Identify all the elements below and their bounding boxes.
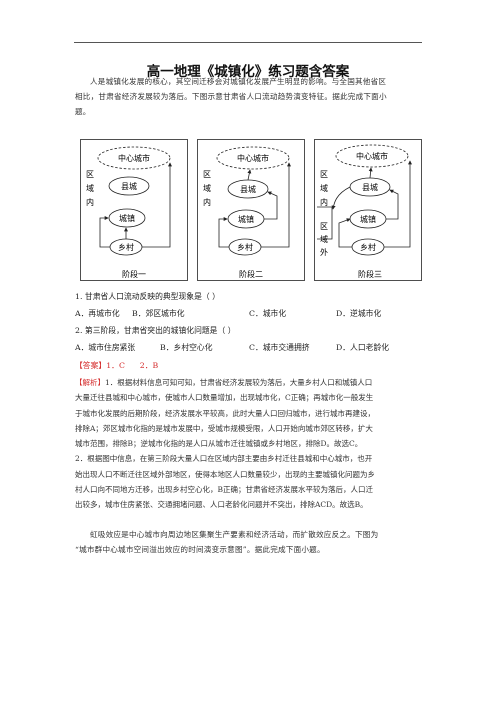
answer-line: 【答案】1．C 2．B — [75, 360, 158, 372]
central-city-node — [335, 144, 409, 168]
population-flow-diagram: 中心城市 县城 城镇 乡村 区 域 内 阶段一 中心城市 县城 城镇 — [80, 139, 422, 281]
region-inside-label: 区 — [320, 170, 328, 179]
analysis-line: 排除A；郊区城市化指的是城市发展中，受城市规模受限，人口开始向城市郊区转移，扩大 — [75, 423, 373, 433]
arrow-county-to-city — [247, 169, 252, 181]
region-inside-label: 内 — [86, 197, 94, 207]
county-label: 县城 — [121, 182, 137, 191]
central-city-label: 中心城市 — [237, 153, 269, 163]
option-d: D．人口老龄化 — [336, 343, 390, 352]
arrow-village-to-city — [142, 162, 172, 248]
region-inside-label: 域 — [86, 183, 94, 193]
region-inside-label: 域 — [320, 183, 328, 193]
village-label: 乡村 — [237, 242, 253, 252]
analysis-block: 【解析】1．根据材料信息可知可知，甘肃省经济发展较为落后，大量乡村人口和城镇人口… — [75, 375, 425, 513]
central-city-label: 中心城市 — [356, 151, 388, 161]
analysis-line: 城市范围，排除B；逆城市化指的是人口从城市迁往城镇或乡村地区，排除D。故选C。 — [75, 439, 363, 449]
analysis-line: 【解析】1．根据材料信息可知可知，甘肃省经济发展较为落后，大量乡村人口和城镇人口 — [75, 378, 373, 387]
region-outside-label: 区 — [320, 222, 328, 231]
town-label: 城镇 — [360, 214, 376, 224]
option-a: A．再城市化 — [75, 309, 120, 318]
option-b: B．乡村空心化 — [160, 343, 213, 352]
page-title: 高一地理《城镇化》练习题含答案 — [146, 64, 350, 80]
answer-label: 【答案】 — [75, 361, 107, 370]
question-1-stem: 1. 甘肃省人口流动反映的典型现象是（ ） — [75, 292, 220, 301]
central-city-node — [97, 146, 171, 170]
stage-label: 阶段一 — [122, 269, 146, 279]
next-intro-line: 虹吸效应是中心城市向周边地区集聚生产要素和经济活动，而扩散效应反之。下图为 — [90, 530, 379, 539]
diagram-panel-stage-1: 中心城市 县城 城镇 乡村 区 域 内 阶段一 — [80, 139, 188, 281]
analysis-line: 大量迁往县城和中心城市，使城市人口数量增加，出现城市化，C正确；再城市化一般发生 — [75, 393, 374, 403]
arrow-town-to-county — [386, 189, 399, 220]
analysis-line: 村人口向不同地方迁移，出现乡村空心化，B正确；甘肃省经济发展水平较为落后，人口迁 — [75, 485, 374, 495]
village-label: 乡村 — [118, 242, 134, 252]
analysis-line: 2．根据图中信息，在第三阶段大量人口在区域内部主要由乡村迁往县城和中心城市，也开 — [75, 454, 373, 464]
arrow-village-to-city — [384, 160, 412, 248]
arrow-village-to-city — [261, 162, 291, 248]
town-label: 城镇 — [238, 214, 254, 224]
region-divider — [317, 206, 333, 240]
region-inside-label: 内 — [320, 197, 328, 207]
county-label: 县城 — [362, 183, 378, 192]
diagram-panel-stage-2: 中心城市 县城 城镇 乡村 区 域 内 阶段二 — [197, 139, 305, 281]
analysis-line: 始出现人口不断迁往区域外部地区，使得本地区人口数量较少，出现的主要城镇化问题为乡 — [75, 469, 375, 479]
intro-line: 人是城镇化发展的核心，其空间迁移会对城镇化发展产生明显的影响。与全国其他省区 — [90, 77, 387, 86]
diagram-panel-stage-3: 中心城市 县城 城镇 乡村 区 域 内 区 域 外 阶段三 — [314, 139, 422, 281]
arrow-town-to-county — [264, 191, 278, 220]
region-inside-label: 区 — [86, 170, 94, 179]
next-intro-paragraph: 虹吸效应是中心城市向周边地区集聚生产要素和经济活动，而扩散效应反之。下图为 “城… — [75, 527, 425, 557]
option-b: B．郊区城市化 — [132, 309, 185, 318]
question-2-stem: 2. 第三阶段，甘肃省突出的城镇化问题是（ ） — [75, 326, 236, 335]
intro-paragraph: 人是城镇化发展的核心，其空间迁移会对城镇化发展产生明显的影响。与全国其他省区 相… — [75, 74, 422, 120]
region-outside-label: 外 — [320, 247, 328, 257]
arrow-village-to-town — [338, 218, 352, 248]
region-inside-label: 内 — [203, 197, 211, 207]
central-city-node — [216, 146, 290, 170]
arrow-county-to-city — [368, 167, 373, 179]
arrow-county-outward — [331, 186, 351, 210]
analysis-label: 【解析】 — [75, 378, 105, 387]
option-c: C．城市化 — [249, 309, 287, 318]
central-city-label: 中心城市 — [118, 153, 150, 163]
option-d: D．逆城市化 — [336, 309, 382, 318]
intro-line: 相比，甘肃省经济发展较为落后。下图示意甘肃省人口流动趋势演变特征。据此完成下面小 — [75, 92, 387, 102]
region-inside-label: 域 — [203, 183, 211, 193]
header-rule — [74, 42, 422, 43]
village-label: 乡村 — [360, 242, 376, 252]
analysis-line: 出较多，城市住房紧张、交通拥堵问题、人口老龄化问题并不突出，排除ACD。故选B。 — [75, 500, 368, 510]
answer-text: 1．C 2．B — [106, 361, 159, 370]
town-node — [108, 208, 146, 228]
stage-label: 阶段二 — [239, 269, 263, 279]
region-outside-label: 域 — [320, 234, 328, 244]
intro-line: 题。 — [75, 107, 91, 117]
county-label: 县城 — [240, 185, 256, 194]
option-a: A．城市住房紧张 — [75, 343, 136, 352]
analysis-line: 于城市化发展的后期阶段，经济发展水平较高，此时大量人口回归城市，进行城市再建设， — [75, 408, 375, 418]
arrow-village-to-town — [99, 216, 110, 248]
town-label: 城镇 — [119, 213, 135, 223]
county-node — [108, 176, 150, 196]
next-intro-line: “城市群中心城市空间溢出效应的时间演变示意图”。据此完成下面小题。 — [75, 545, 325, 555]
region-inside-label: 区 — [203, 170, 211, 179]
arrow-village-to-town — [218, 217, 229, 248]
stage-label: 阶段三 — [358, 269, 382, 279]
option-c: C．城市交通拥挤 — [249, 343, 310, 352]
